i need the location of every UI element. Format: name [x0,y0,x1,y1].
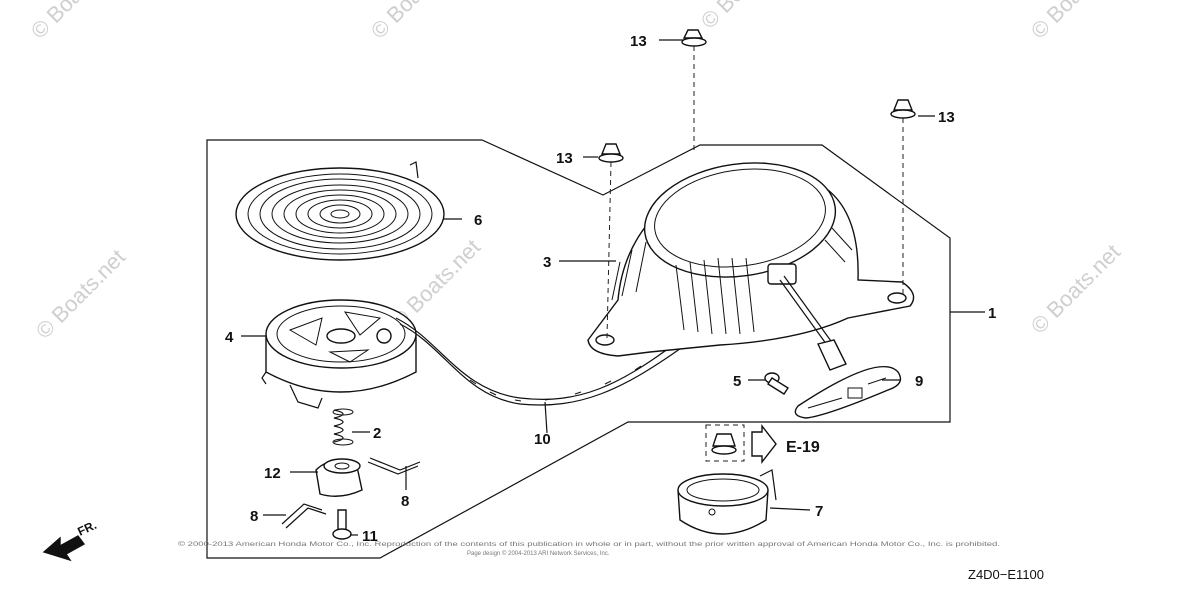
assembly-frame [206,139,951,559]
watermark-text: © Boats.net [31,244,130,343]
part-ratchet [315,458,363,497]
part-friction-spring [332,408,354,446]
part-reel [261,299,417,409]
part-ratchet-spring [281,503,327,529]
callout-labels: 1 2 3 4 5 6 7 8 8 9 10 11 12 13 13 13 [225,33,996,545]
part-rivet [764,372,789,395]
watermark-text: © Boats.net [366,0,465,44]
part-starter-rope [395,317,685,406]
reference-e19-label: E-19 [786,439,820,456]
callout-12: 12 [264,465,281,482]
callout-2: 2 [373,425,381,442]
watermark-text: © Boats.net [1026,0,1125,44]
part-ratchet-spring [367,457,421,475]
part-starter-grip [779,275,902,419]
callout-13-right: 13 [938,109,955,126]
callout-3: 3 [543,254,551,271]
part-set-screw [332,509,352,540]
front-label: FR. [75,518,98,539]
front-direction-indicator: FR. [42,518,99,562]
callout-4: 4 [225,329,234,346]
callout-10: 10 [534,431,551,448]
part-mainspring [235,161,445,261]
callout-6: 6 [474,212,482,229]
copyright-line-1: © 2000-2013 American Honda Motor Co., In… [178,541,1001,548]
watermark-layer: © Boats.net © Boats.net © Boats.net © Bo… [26,0,1125,344]
part-flange-nut [598,143,624,163]
watermark-text: © Boats.net [26,0,125,44]
front-arrow-icon [42,535,86,562]
diagram-code: Z4D0−E1100 [968,567,1044,582]
callout-8-left: 8 [250,508,258,525]
callout-9: 9 [915,373,923,390]
watermark-text: © Boats.net [1026,239,1125,338]
part-starter-pulley [677,469,777,535]
part-flange-nut [681,29,707,47]
copyright-line-2: Page design © 2004-2013 ARI Network Serv… [467,550,610,557]
part-flange-nut [890,99,916,119]
watermark-text: © Boats.net [696,0,795,34]
copyright-notice: © 2000-2013 American Honda Motor Co., In… [178,541,1001,557]
callout-13-left: 13 [556,150,573,167]
callout-8-right: 8 [401,493,409,510]
callout-1: 1 [988,305,996,322]
callout-11: 11 [362,528,378,545]
callout-13-top: 13 [630,33,647,50]
callout-5: 5 [733,373,741,390]
leader-lines [241,39,985,536]
reference-nut-group: E-19 [705,423,820,465]
callout-7: 7 [815,503,823,520]
part-starter-case [587,162,915,357]
